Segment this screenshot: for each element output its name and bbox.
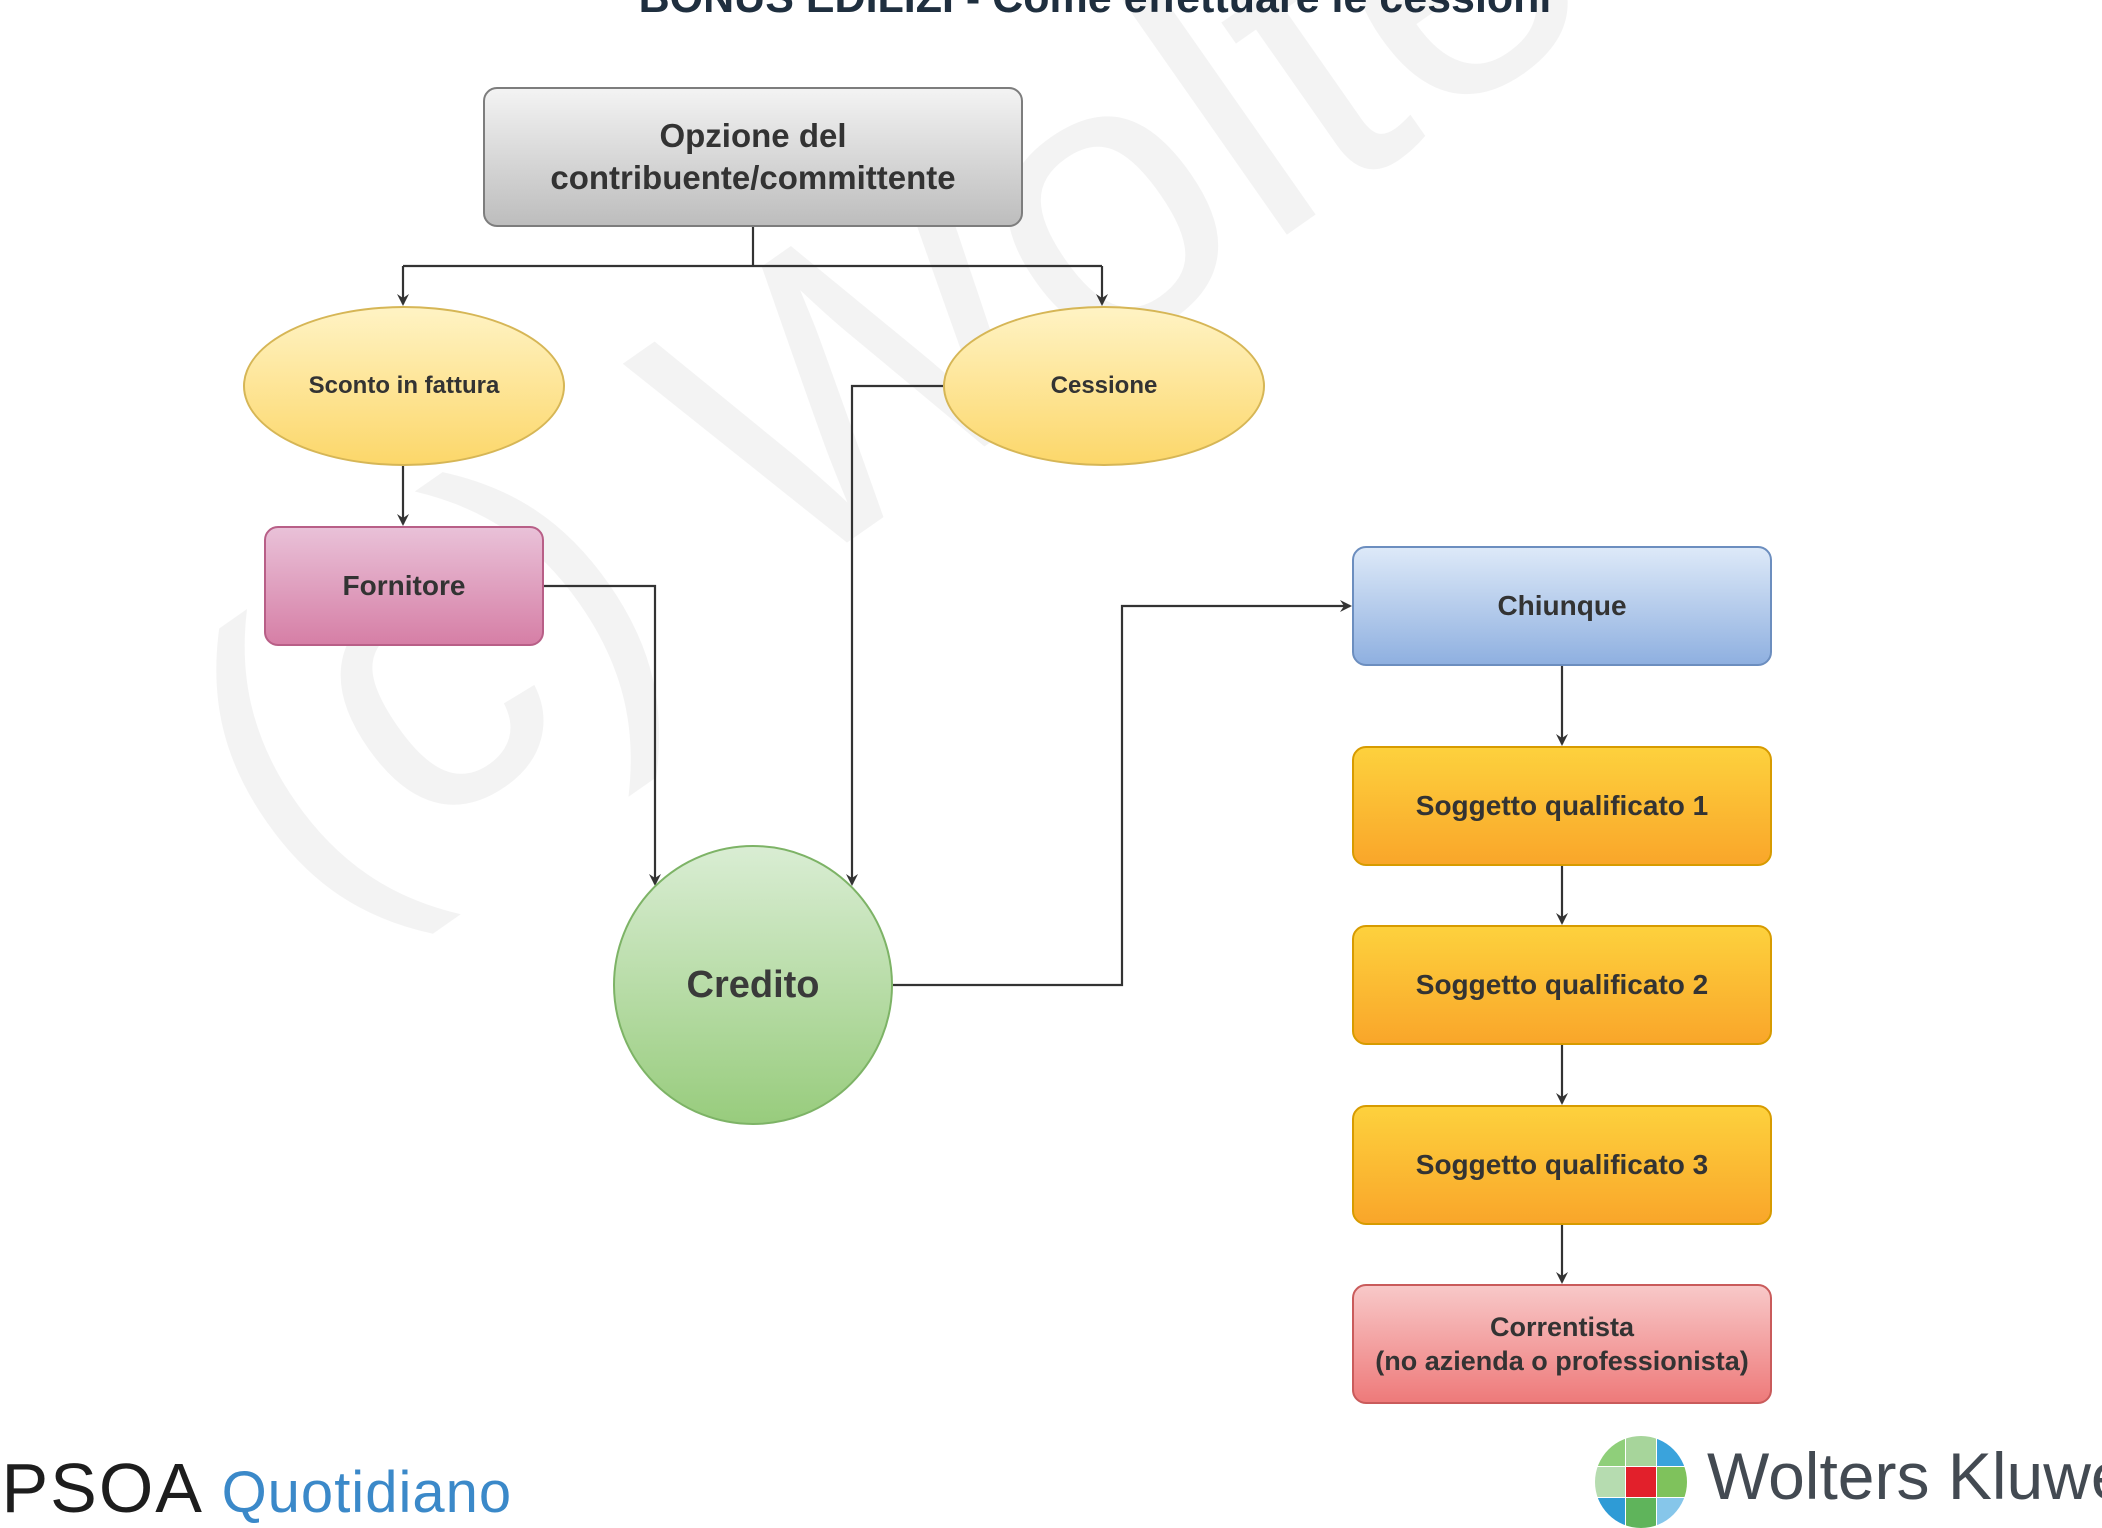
node-soggetto-qualificato-3: Soggetto qualificato 3 (1352, 1105, 1772, 1225)
node-correntista-line2: (no azienda o professionista) (1375, 1346, 1749, 1376)
arrow-cessione-to-credito (846, 384, 943, 886)
arrow-fornitore-to-credito (544, 584, 661, 886)
node-opzione-contribuente: Opzione del contribuente/committente (483, 87, 1023, 227)
node-correntista: Correntista (no azienda o professionista… (1352, 1284, 1772, 1404)
node-opzione-line2: contribuente/committente (550, 159, 956, 196)
arrow-credito-to-chiunque (893, 600, 1352, 987)
node-fornitore: Fornitore (264, 526, 544, 646)
node-chiunque: Chiunque (1352, 546, 1772, 666)
connectors (397, 227, 1568, 1284)
wolters-kluwer-mark-icon (1595, 1436, 1687, 1528)
node-cessione: Cessione (943, 306, 1265, 466)
ipsoa-logo: IPSOA Quotidiano (0, 1448, 512, 1528)
node-sconto-in-fattura: Sconto in fattura (243, 306, 565, 466)
ipsoa-logo-text: IPSOA (0, 1449, 201, 1527)
node-soggetto-qualificato-2: Soggetto qualificato 2 (1352, 925, 1772, 1045)
node-soggetto-qualificato-1: Soggetto qualificato 1 (1352, 746, 1772, 866)
node-correntista-line1: Correntista (1489, 1312, 1635, 1342)
node-opzione-line1: Opzione del (659, 117, 847, 154)
node-credito: Credito (613, 845, 893, 1125)
wolters-kluwer-logo-text: Wolters Kluwer (1707, 1439, 2102, 1513)
diagram-title: BONUS EDILIZI - Come effettuare le cessi… (0, 0, 2102, 23)
wolters-kluwer-logo: Wolters Kluwer (1595, 1436, 2102, 1528)
